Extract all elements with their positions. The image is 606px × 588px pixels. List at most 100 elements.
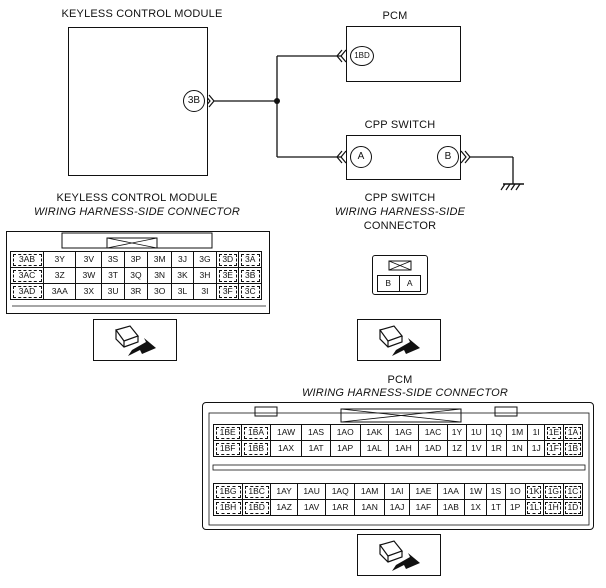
- pin-cell: 3F: [216, 283, 240, 300]
- cpp-title: CPP SWITCH: [364, 119, 436, 131]
- pin-cell: A: [398, 275, 421, 292]
- pin-cell: 1AO: [329, 424, 361, 441]
- pin-cell: 3Q: [123, 267, 149, 284]
- pin-cell: 1BG: [213, 483, 243, 500]
- pin-cell: 3C: [238, 283, 262, 300]
- pin-cell: 1C: [562, 483, 584, 500]
- pin-cell: 1AY: [270, 483, 298, 500]
- kcm-connector-icon: [93, 319, 177, 361]
- pin-cell: B: [377, 275, 400, 292]
- pin-cell: 3L: [171, 283, 194, 300]
- pin-cell: 1L: [524, 499, 544, 516]
- pin-cell: 1BF: [212, 440, 243, 457]
- hand-plug-icon: [379, 325, 420, 356]
- pin-cell: 3U: [101, 283, 125, 300]
- kcm-title: KEYLESS CONTROL MODULE: [61, 8, 223, 20]
- kcm-pin-3b: 3B: [183, 90, 205, 112]
- pin-cell: 1AH: [388, 440, 419, 457]
- pin-cell: 3AD: [9, 283, 45, 300]
- pin-cell: 1W: [464, 483, 488, 500]
- pin-cell: 1AQ: [325, 483, 356, 500]
- pin-cell: 3H: [192, 267, 218, 284]
- pin-cell: 3W: [75, 267, 103, 284]
- pin-cell: 1B: [562, 440, 584, 457]
- pin-cell: 1BD: [241, 499, 272, 516]
- pin-cell: 3D: [216, 251, 240, 268]
- pin-cell: 1AT: [301, 440, 331, 457]
- kcm-connector-title-1: KEYLESS CONTROL MODULE: [56, 192, 218, 204]
- pin-cell: 1AI: [383, 483, 411, 500]
- pin-cell: 3Y: [43, 251, 77, 268]
- pin-cell: 3M: [147, 251, 173, 268]
- pin-cell: 1D: [562, 499, 584, 516]
- pin-cell: 1A: [562, 424, 584, 441]
- pcm-connector-title-2: WIRING HARNESS-SIDE CONNECTOR: [301, 387, 509, 399]
- pin-cell: 1AJ: [383, 499, 411, 516]
- pin-cell: 1BH: [213, 499, 243, 516]
- pin-cell: 3B: [238, 267, 262, 284]
- pin-cell: 1AM: [354, 483, 385, 500]
- cpp-pin-b: B: [437, 146, 459, 168]
- pin-cell: 3P: [123, 251, 149, 268]
- pin-cell: 3X: [75, 283, 103, 300]
- pin-cell: 3V: [75, 251, 103, 268]
- pcm-connector-title-1: PCM: [387, 374, 413, 386]
- pin-cell: 1Y: [447, 424, 467, 441]
- pin-cell: 1N: [506, 440, 529, 457]
- pin-cell: 1H: [542, 499, 564, 516]
- pin-cell: 1O: [504, 483, 526, 500]
- pin-cell: 3AC: [9, 267, 45, 284]
- pin-cell: 3E: [216, 267, 240, 284]
- pin-cell: 1J: [527, 440, 545, 457]
- pin-cell: 1G: [542, 483, 564, 500]
- pin-cell: 3I: [192, 283, 218, 300]
- pin-cell: 3S: [101, 251, 125, 268]
- pin-cell: 1S: [486, 483, 506, 500]
- pin-cell: 1V: [465, 440, 487, 457]
- pin-cell: 1T: [486, 499, 506, 516]
- pin-cell: 1AA: [436, 483, 466, 500]
- pin-cell: 1R: [485, 440, 508, 457]
- pin-cell: 1E: [544, 424, 564, 441]
- pin-cell: 1AR: [325, 499, 356, 516]
- pin-cell: 1BE: [212, 424, 243, 441]
- pin-cell: 3K: [171, 267, 194, 284]
- pin-cell: 1I: [527, 424, 545, 441]
- pcm-pin-1bd: 1BD: [350, 46, 374, 66]
- pin-cell: 1AG: [388, 424, 419, 441]
- cpp-pin-a: A: [350, 146, 372, 168]
- pin-cell: 3Z: [43, 267, 77, 284]
- pin-cell: 1Q: [485, 424, 508, 441]
- pin-cell: 1K: [524, 483, 544, 500]
- hand-plug-icon: [115, 325, 156, 356]
- pin-cell: 1AL: [359, 440, 390, 457]
- pin-cell: 1BC: [241, 483, 272, 500]
- cpp-connector-title-2: WIRING HARNESS-SIDE: [334, 206, 466, 218]
- kcm-connector-title-2: WIRING HARNESS-SIDE CONNECTOR: [33, 206, 241, 218]
- pin-cell: 1AK: [359, 424, 390, 441]
- pin-cell: 1F: [544, 440, 564, 457]
- pin-cell: 1AP: [329, 440, 361, 457]
- pin-cell: 3G: [192, 251, 218, 268]
- pin-cell: 1AB: [436, 499, 466, 516]
- pin-cell: 3A: [238, 251, 262, 268]
- pin-cell: 3R: [123, 283, 149, 300]
- pin-cell: 1M: [506, 424, 529, 441]
- pin-cell: 3AB: [9, 251, 45, 268]
- pin-cell: 1AZ: [270, 499, 298, 516]
- pin-cell: 1AS: [301, 424, 331, 441]
- pin-cell: 1AF: [409, 499, 438, 516]
- pin-cell: 3AA: [43, 283, 77, 300]
- pin-cell: 1X: [464, 499, 488, 516]
